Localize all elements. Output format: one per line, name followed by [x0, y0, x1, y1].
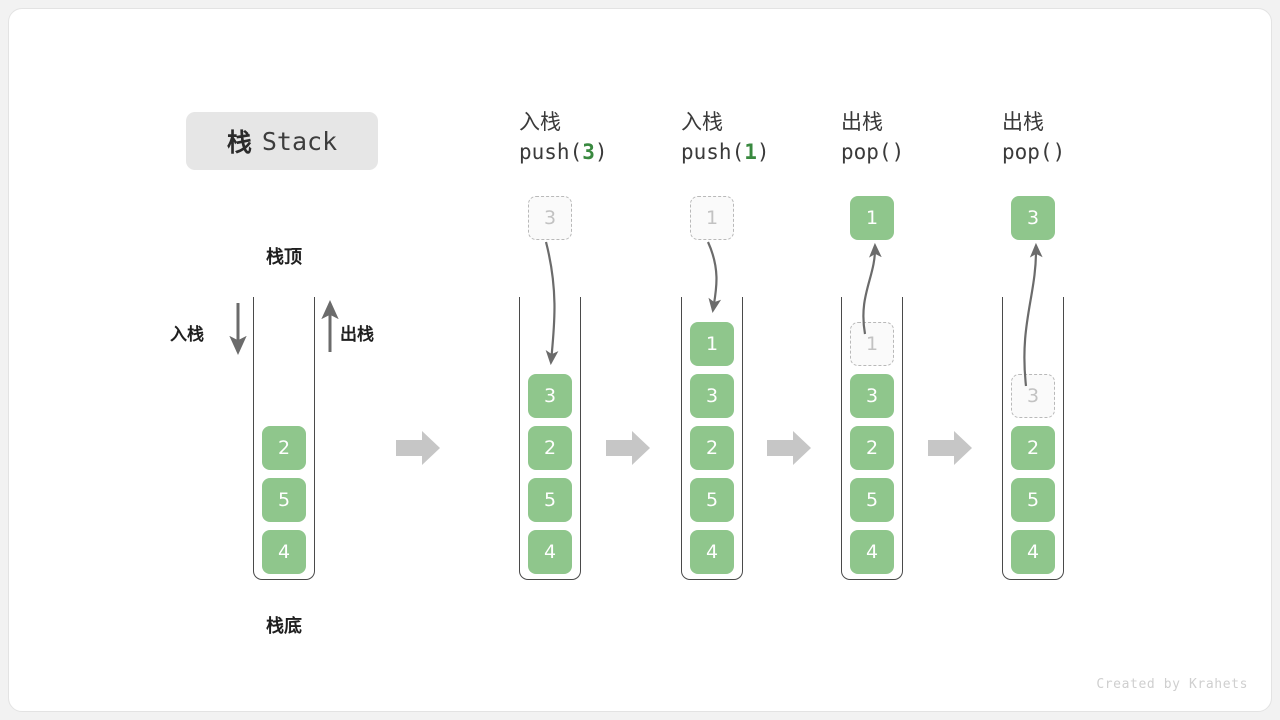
- step-stack-item: 1: [850, 322, 894, 366]
- step-stack-item: 3: [528, 374, 572, 418]
- label-stack-top: 栈顶: [266, 247, 302, 268]
- step-header-operation: pop(): [1002, 140, 1066, 165]
- floating-element: 3: [528, 196, 572, 240]
- step-tube: [1002, 297, 1064, 580]
- credit-text: Created by Krahets: [1096, 677, 1248, 692]
- step-stack-item: 2: [1011, 426, 1055, 470]
- title-badge: 栈 Stack: [186, 112, 378, 170]
- step-stack-item: 5: [690, 478, 734, 522]
- step-stack-item: 5: [528, 478, 572, 522]
- step-stack-item: 1: [690, 322, 734, 366]
- step-stack-item: 3: [850, 374, 894, 418]
- step-stack-item: 2: [850, 426, 894, 470]
- step-stack-item: 3: [1011, 374, 1055, 418]
- step-tube: [681, 297, 743, 580]
- step-header-cn: 入栈: [519, 110, 561, 134]
- step-stack-item: 3: [690, 374, 734, 418]
- initial-stack-item: 5: [262, 478, 306, 522]
- step-stack-item: 5: [850, 478, 894, 522]
- floating-element: 1: [690, 196, 734, 240]
- initial-stack-tube: [253, 297, 315, 580]
- step-header-operation: push(1): [681, 140, 770, 165]
- step-header-operation: push(3): [519, 140, 608, 165]
- step-header: 出栈 pop(): [1002, 107, 1172, 168]
- step-stack-item: 4: [850, 530, 894, 574]
- step-stack-item: 2: [690, 426, 734, 470]
- title-en: Stack: [261, 126, 338, 156]
- title-cn: 栈: [226, 128, 252, 157]
- step-header: 入栈 push(1): [681, 107, 851, 168]
- step-stack-item: 5: [1011, 478, 1055, 522]
- step-header-cn: 入栈: [681, 110, 723, 134]
- step-tube: [519, 297, 581, 580]
- step-header-cn: 出栈: [841, 110, 883, 134]
- label-push-direction: 入栈: [170, 325, 204, 345]
- step-stack-item: 4: [1011, 530, 1055, 574]
- initial-stack-item: 2: [262, 426, 306, 470]
- step-stack-item: 2: [528, 426, 572, 470]
- floating-element: 3: [1011, 196, 1055, 240]
- step-header: 出栈 pop(): [841, 107, 1011, 168]
- label-stack-bottom: 栈底: [266, 616, 302, 637]
- floating-element: 1: [850, 196, 894, 240]
- step-stack-item: 4: [528, 530, 572, 574]
- step-operation-argument: 1: [744, 140, 757, 165]
- initial-stack-item: 4: [262, 530, 306, 574]
- step-header: 入栈 push(3): [519, 107, 689, 168]
- step-tube: [841, 297, 903, 580]
- step-stack-item: 4: [690, 530, 734, 574]
- label-pop-direction: 出栈: [340, 325, 374, 345]
- step-header-operation: pop(): [841, 140, 905, 165]
- step-operation-argument: 3: [582, 140, 595, 165]
- step-header-cn: 出栈: [1002, 110, 1044, 134]
